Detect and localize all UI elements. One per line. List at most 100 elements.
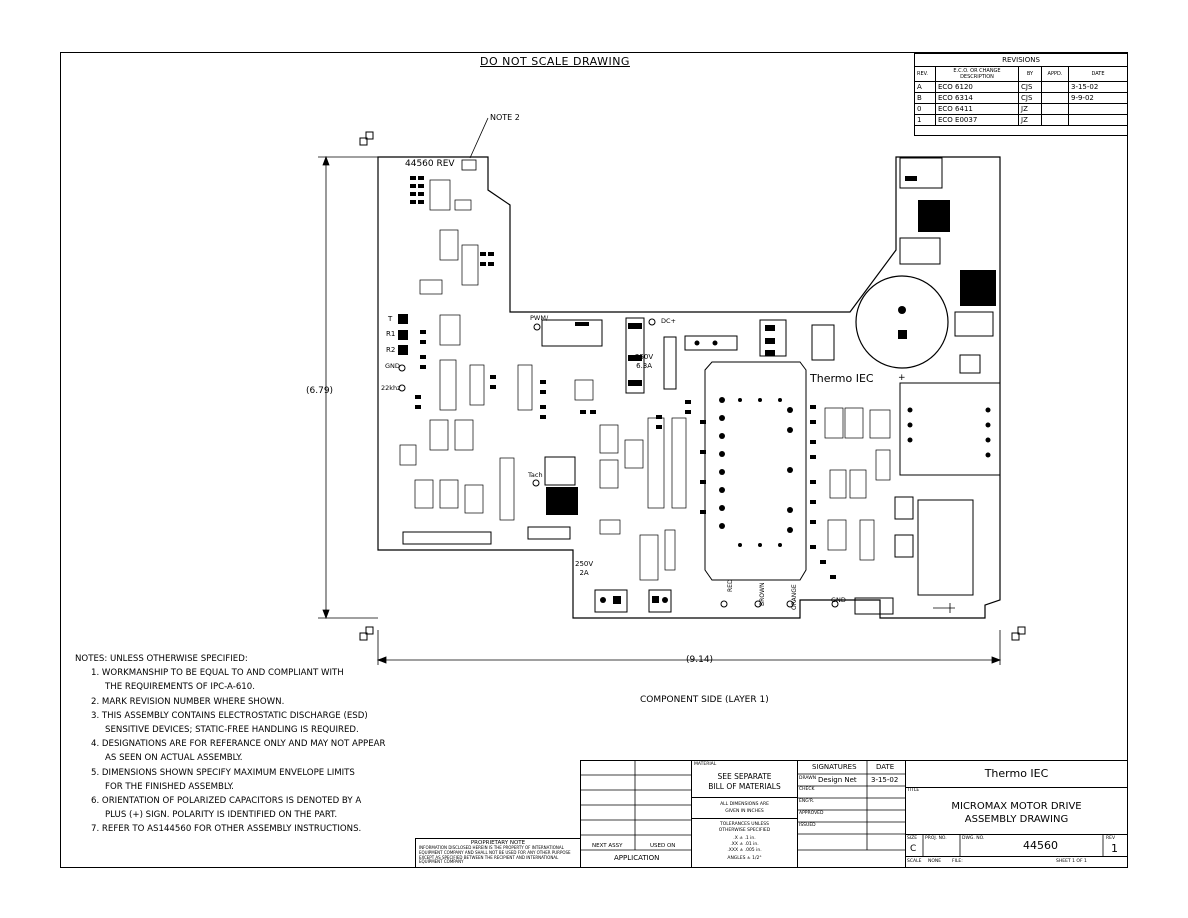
svg-text:+: +	[898, 373, 906, 383]
material-label: MATERIAL	[694, 762, 717, 767]
note-item: 4. DESIGNATIONS ARE FOR REFERANCE ONLY A…	[91, 739, 386, 750]
note-continuation: FOR THE FINISHED ASSEMBLY.	[105, 781, 234, 792]
general-notes: NOTES: UNLESS OTHERWISE SPECIFIED: 1. WO…	[75, 652, 386, 837]
tol-row: .XX ± .01 in.	[730, 842, 759, 847]
drawing-title: MICROMAX MOTOR DRIVE ASSEMBLY DRAWING	[905, 800, 1128, 826]
note-item: 6. ORIENTATION OF POLARIZED CAPACITORS I…	[91, 796, 362, 807]
size-label: SIZE	[907, 836, 918, 841]
title-label: TITLE	[907, 788, 920, 793]
tach-label: Tach	[528, 471, 543, 479]
angles: ANGLES ± 1/2°	[727, 856, 762, 861]
note-continuation: PLUS (+) SIGN. POLARITY IS IDENTIFIED ON…	[105, 810, 338, 821]
notes-heading: NOTES: UNLESS OTHERWISE SPECIFIED:	[75, 654, 248, 664]
proj-label: PROJ. NO.	[925, 836, 947, 841]
note-item: 3. THIS ASSEMBLY CONTAINS ELECTROSTATIC …	[91, 710, 368, 721]
height-dimension: (6.79)	[306, 386, 334, 396]
used-on-label: USED ON	[650, 843, 676, 849]
material-line: SEE SEPARATE	[717, 772, 772, 781]
test-pad-r1	[398, 330, 408, 340]
check-label: CHECK	[799, 787, 815, 792]
header-j6	[402, 531, 492, 545]
test-pad-t	[398, 314, 408, 324]
ic-power	[918, 200, 950, 232]
ic-mosfet	[546, 487, 578, 515]
dwg-label: DWG. NO.	[962, 836, 985, 841]
registration-mark	[359, 131, 374, 146]
width-dimension: (9.14)	[686, 655, 714, 665]
drawn-date: 3-15-02	[871, 776, 899, 784]
note-item: 5. DIMENSIONS SHOWN SPECIFY MAXIMUM ENVE…	[91, 767, 355, 778]
part-rev-label: 44560 REV	[405, 159, 455, 169]
engr-label: ENG'R.	[799, 799, 815, 804]
do-not-scale-label: DO NOT SCALE DRAWING	[480, 55, 630, 68]
board-outline	[377, 156, 1001, 619]
drawn-label: DRAWN	[799, 776, 817, 781]
dwg-number: 44560	[1023, 839, 1058, 852]
drawn-by: Design Net	[818, 776, 857, 784]
khz-label: 22khz	[381, 384, 401, 392]
note-item: 7. REFER TO AS144560 FOR OTHER ASSEMBLY …	[91, 824, 362, 835]
material-line: BILL OF MATERIALS	[708, 782, 781, 791]
dims-line: ALL DIMENSIONS ARE	[720, 802, 769, 807]
rev-label: REV	[1106, 836, 1116, 841]
tol-row: .XXX ± .005 in.	[727, 848, 762, 853]
issued-label: ISSUED	[799, 823, 816, 828]
registration-mark	[359, 626, 374, 641]
approved-label: APPROVED	[799, 811, 824, 816]
application-label: APPLICATION	[614, 854, 660, 862]
signatures-grid	[797, 760, 906, 851]
revision-row: 1 ECO E0037 JZ	[914, 114, 1128, 126]
rev-value: 1	[1111, 842, 1118, 855]
fuse-current: 6.3A	[636, 362, 653, 370]
capacitor-large	[855, 275, 949, 369]
note-continuation: SENSITIVE DEVICES; STATIC-FREE HANDLING …	[105, 725, 359, 736]
header-j3	[527, 526, 571, 540]
brand-silkscreen: Thermo IEC	[810, 372, 874, 385]
revision-row: A ECO 6120 CJS 3-15-02	[914, 81, 1128, 93]
gnd-label-left: GND	[385, 362, 400, 370]
signatures-label: SIGNATURES	[812, 763, 857, 771]
date-header: DATE	[876, 763, 895, 771]
note-continuation: THE REQUIREMENTS OF IPC-A-610.	[105, 682, 255, 693]
fuse-voltage: 250V	[635, 353, 654, 361]
material-value: SEE SEPARATE BILL OF MATERIALS	[691, 772, 798, 792]
note-continuation: AS SEEN ON ACTUAL ASSEMBLY.	[105, 753, 243, 764]
ic-regulator	[960, 270, 996, 306]
connector-j1	[594, 589, 628, 613]
tol-row: .X ± .1 in.	[733, 836, 756, 841]
title-line: MICROMAX MOTOR DRIVE	[951, 801, 1082, 812]
rev-mark-box	[461, 159, 477, 171]
next-assy-label: NEXT ASSY	[592, 843, 623, 849]
r1-label: R1	[386, 330, 396, 338]
transformer-outline	[704, 361, 807, 581]
revisions-table: REVISIONS REV. E.C.O. OR CHANGE DESCRIPT…	[914, 53, 1128, 136]
t-label: T	[388, 315, 393, 323]
wire-red: RED	[727, 579, 734, 592]
usage-grid	[580, 760, 692, 851]
number-grid	[922, 834, 1104, 856]
fuse-current: 2A	[579, 569, 589, 577]
title-area	[905, 760, 1128, 868]
proprietary-text: INFORMATION DISCLOSED HEREIN IS THE PROP…	[419, 845, 571, 865]
r2-label: R2	[386, 346, 396, 354]
scale-label: SCALE	[907, 859, 922, 864]
tol-head: TOLERANCES UNLESS	[719, 822, 770, 827]
note-item: 1. WORKMANSHIP TO BE EQUAL TO AND COMPLI…	[91, 668, 344, 679]
company-name: Thermo IEC	[984, 767, 1049, 780]
fuse-rating-2: 250V 2A	[575, 560, 593, 578]
file-label: FILE:	[952, 859, 963, 864]
tolerances: TOLERANCES UNLESS OTHERWISE SPECIFIED .X…	[691, 822, 798, 862]
registration-mark	[1011, 626, 1026, 641]
dimensions-note: ALL DIMENSIONS ARE GIVEN IN INCHES	[691, 801, 798, 815]
size-value: C	[910, 844, 917, 854]
note-2-callout: NOTE 2	[490, 113, 520, 122]
fuse-voltage: 250V	[575, 560, 594, 568]
proprietary-title: PROPRIETARY NOTE	[470, 840, 526, 846]
scale-value: NONE	[928, 859, 942, 864]
dims-line: GIVEN IN INCHES	[725, 809, 764, 814]
pwm-label: PWM/	[530, 314, 549, 322]
tol-head: OTHERWISE SPECIFIED	[718, 828, 771, 833]
wire-orange: ORANGE	[791, 584, 798, 610]
proprietary-note: PROPRIETARY NOTE INFORMATION DISCLOSED H…	[415, 838, 581, 868]
